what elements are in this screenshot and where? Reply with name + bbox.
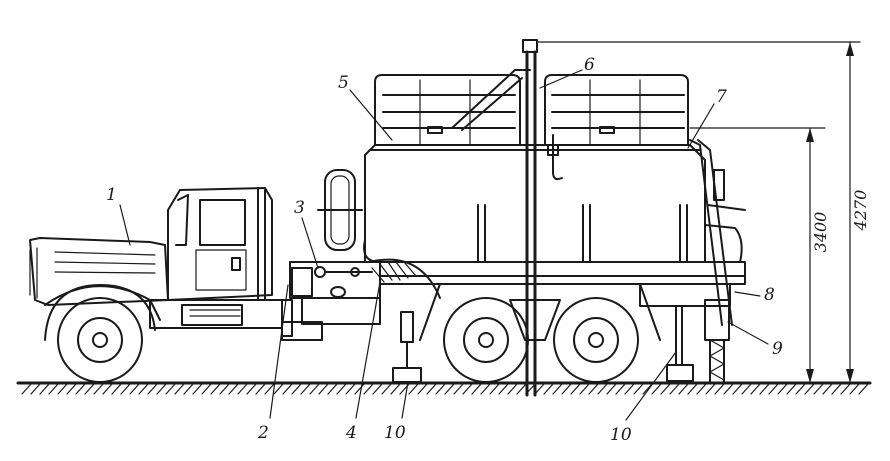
callouts: 1 2 3 4 5 6 7 8 9 10 10 [106, 55, 783, 445]
callout-5: 5 [338, 73, 349, 93]
trailer-frame [379, 204, 746, 341]
callout-3: 3 [294, 198, 305, 218]
dim-3400: 3400 [811, 212, 830, 253]
spare-wheel [317, 169, 363, 251]
engine-hood [29, 237, 169, 306]
top-railings [374, 69, 689, 146]
callout-9: 9 [772, 339, 783, 359]
callout-7: 7 [716, 87, 727, 107]
cab-door [195, 249, 247, 291]
callout-6: 6 [584, 55, 595, 75]
rear-railing [544, 74, 689, 146]
cab-window [199, 199, 246, 246]
rear-ladder [689, 139, 746, 326]
coupling [281, 258, 441, 341]
ground [16, 381, 872, 395]
callout-8: 8 [764, 285, 775, 305]
callout-2: 2 [257, 423, 269, 443]
wheel-middle [443, 297, 529, 383]
callout-10-left: 10 [384, 423, 406, 443]
callout-1: 1 [106, 185, 117, 205]
callout-4: 4 [345, 423, 357, 443]
wheel-rear [553, 297, 639, 383]
callout-10-right: 10 [610, 425, 632, 445]
dimension-lines: 3400 4270 [536, 41, 870, 384]
leader-lines [119, 69, 769, 421]
dim-4270: 4270 [851, 190, 870, 232]
outrigger-jacks [392, 299, 730, 384]
front-wheel [44, 284, 156, 383]
trailer-wheels [443, 297, 639, 383]
tractor [29, 187, 293, 337]
crane-hook [552, 159, 563, 181]
cab [167, 187, 273, 301]
